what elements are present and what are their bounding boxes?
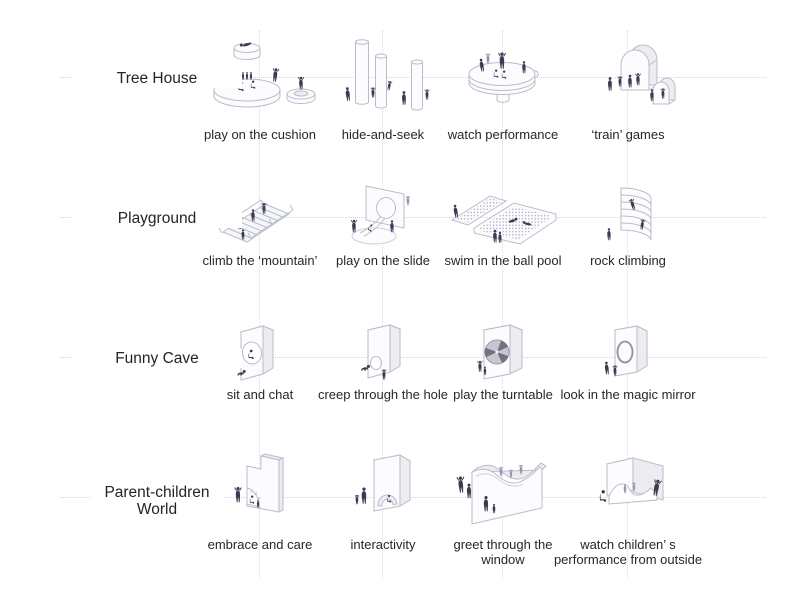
column-axis-line bbox=[627, 30, 628, 578]
column-axis-line bbox=[502, 30, 503, 578]
item-caption: hide-and-seek bbox=[341, 127, 425, 142]
play-the-turntable-icon bbox=[438, 324, 524, 380]
item-play-on-the-slide: play on the slide bbox=[308, 176, 458, 268]
item-caption: sit and chat bbox=[226, 387, 294, 402]
item-creep-through-the-hole: creep through the hole bbox=[308, 316, 458, 402]
swim-in-the-ball-pool-icon bbox=[450, 195, 557, 245]
item-interactivity: interactivity bbox=[308, 438, 458, 552]
hide-and-seek-icon bbox=[345, 39, 448, 111]
item-caption: look in the magic mirror bbox=[560, 387, 696, 402]
watch-performance-icon bbox=[468, 30, 539, 103]
item-sit-and-chat: sit and chat bbox=[185, 316, 335, 402]
row-label-tree-house: Tree House bbox=[72, 69, 242, 89]
item-caption: interactivity bbox=[350, 537, 416, 552]
item-caption: climb the ‘mountain’ bbox=[202, 253, 318, 268]
item-caption: watch performance bbox=[447, 127, 559, 142]
item-swim-in-the-ball-pool: swim in the ball pool bbox=[428, 176, 578, 268]
item-caption: rock climbing bbox=[590, 253, 666, 268]
item-watch-performance: watch performance bbox=[428, 28, 578, 142]
item-train-games: ‘train’ games bbox=[553, 28, 703, 142]
column-axis-line bbox=[382, 30, 383, 578]
row-label-funny-cave: Funny Cave bbox=[72, 349, 242, 369]
item-caption: play the turntable bbox=[453, 387, 553, 402]
item-hide-and-seek: hide-and-seek bbox=[308, 28, 458, 142]
item-embrace-and-care: embrace and care bbox=[185, 438, 335, 552]
train-games-icon bbox=[608, 44, 676, 105]
item-caption: embrace and care bbox=[207, 537, 313, 552]
interactivity-icon bbox=[318, 454, 412, 512]
embrace-and-care-icon bbox=[195, 453, 285, 513]
look-in-the-magic-mirror-icon bbox=[604, 325, 649, 377]
row-axis-line bbox=[60, 217, 766, 218]
item-caption: creep through the hole bbox=[317, 387, 449, 402]
row-axis-line bbox=[60, 357, 766, 358]
play-on-the-cushion-icon bbox=[213, 42, 316, 108]
greet-through-the-window-icon bbox=[438, 462, 547, 525]
item-caption: greet through the window bbox=[453, 537, 553, 568]
row-label-parent-children-world: Parent-children World bbox=[90, 483, 224, 520]
item-caption: play on the cushion bbox=[203, 127, 317, 142]
row-axis-line bbox=[60, 497, 766, 498]
item-play-on-the-cushion: play on the cushion bbox=[185, 28, 335, 142]
item-watch-childrens-performance: watch children’ s performance from outsi… bbox=[553, 438, 703, 568]
row-label-playground: Playground bbox=[72, 209, 242, 229]
sit-and-chat-icon bbox=[237, 325, 275, 381]
item-caption: swim in the ball pool bbox=[444, 253, 562, 268]
play-on-the-slide-icon bbox=[318, 185, 448, 245]
item-greet-through-the-window: greet through the window bbox=[428, 438, 578, 568]
item-caption: play on the slide bbox=[336, 253, 430, 268]
item-caption: watch children’ s performance from outsi… bbox=[553, 537, 703, 568]
watch-childrens-performance-icon bbox=[599, 457, 664, 505]
item-look-in-the-magic-mirror: look in the magic mirror bbox=[553, 316, 703, 402]
rock-climbing-icon bbox=[607, 187, 652, 241]
column-axis-line bbox=[259, 30, 260, 578]
item-rock-climbing: rock climbing bbox=[553, 176, 703, 268]
item-play-the-turntable: play the turntable bbox=[428, 316, 578, 402]
item-caption: ‘train’ games bbox=[591, 127, 665, 142]
creep-through-the-hole-icon bbox=[361, 324, 402, 386]
